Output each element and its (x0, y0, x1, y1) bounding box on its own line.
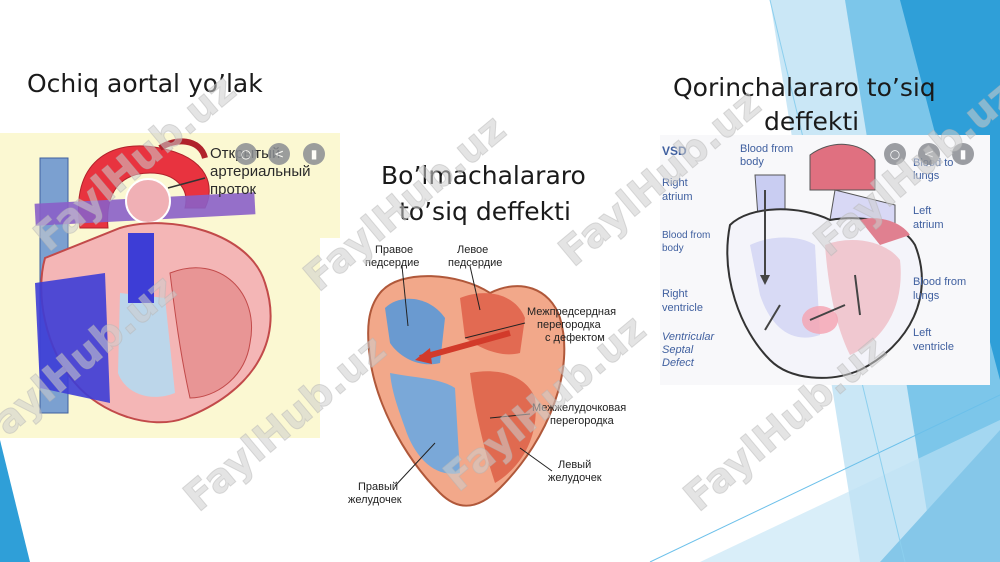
vsd-blood-from-lungs-1: Blood from (913, 276, 967, 288)
asd-left-atrium-label-1: Левое (457, 244, 489, 256)
asd-right-atrium-label-1: Правое (375, 244, 414, 256)
vsd-left-ventricle-2: ventricle (913, 341, 954, 353)
vsd-blood-to-lungs-2: lungs (913, 170, 940, 182)
asd-left-ventricle-label-1: Левый (558, 459, 592, 471)
vsd-right-atrium-2: atrium (662, 191, 693, 203)
asd-right-ventricle-label-1: Правый (358, 481, 399, 493)
share-icon[interactable]: < (268, 143, 290, 165)
pda-label-line2: артериальный (210, 163, 311, 180)
vsd-left-ventricle-1: Left (913, 327, 932, 339)
title-atrial-septal-defect-line2: to’siq deffekti (399, 197, 571, 226)
pda-heart-illustration (34, 138, 272, 424)
asd-left-atrium-label-2: педсердие (448, 257, 503, 269)
asd-atrial-septum-label-3: с дефектом (545, 332, 605, 344)
lens-icon[interactable]: ○ (235, 143, 257, 165)
asd-right-atrium-label-2: педсердие (365, 257, 420, 269)
title-patent-ductus: Ochiq aortal yo’lak (27, 69, 263, 98)
pda-label-line3: проток (210, 181, 257, 198)
vsd-diagram: VSD Blood from body Right atrium Blood f… (660, 135, 990, 385)
vsd-left-atrium-1: Left (913, 205, 932, 217)
vsd-septal-defect-3: Defect (662, 357, 694, 369)
vsd-right-ventricle-2: ventricle (662, 302, 703, 314)
title-ventricular-septal-defect-line1: Qorinchalararo to’siq (673, 73, 936, 102)
vsd-blood-from-lungs-2: lungs (913, 290, 940, 302)
vsd-septal-defect-1: Ventricular (662, 331, 715, 343)
vsd-blood-from-body-left-1: Blood from (662, 230, 711, 241)
lens-icon[interactable]: ○ (884, 143, 906, 165)
asd-ventricular-septum-label-1: Межжелудочковая (532, 402, 627, 414)
asd-right-ventricle-label-2: желудочек (348, 494, 402, 506)
asd-atrial-septum-label-2: перегородка (537, 319, 601, 331)
vsd-blood-from-body-left-2: body (662, 243, 684, 254)
vsd-tag: VSD (662, 144, 687, 158)
bookmark-icon[interactable]: ▮ (952, 143, 974, 165)
pda-diagram: Открытый артериальный проток ○ < ▮ (0, 133, 340, 438)
asd-ventricular-septum-label-2: перегородка (550, 415, 614, 427)
asd-heart-illustration (367, 265, 566, 507)
vsd-right-atrium-1: Right (662, 177, 688, 189)
vsd-heart-illustration (726, 143, 923, 379)
vsd-blood-from-body-top-2: body (740, 156, 764, 168)
asd-left-ventricle-label-2: желудочек (548, 472, 602, 484)
bookmark-icon[interactable]: ▮ (303, 143, 325, 165)
share-icon[interactable]: < (918, 143, 940, 165)
asd-atrial-septum-label-1: Межпредсердная (527, 306, 617, 318)
vsd-left-atrium-2: atrium (913, 219, 944, 231)
vsd-septal-defect-2: Septal (662, 344, 694, 356)
vsd-blood-from-body-top-1: Blood from (740, 143, 794, 155)
title-atrial-septal-defect-line1: Bo’lmachalararo (381, 161, 586, 190)
title-ventricular-septal-defect-line2: deffekti (764, 107, 860, 136)
asd-diagram: Правое педсердие Левое педсердие Межпред… (320, 238, 660, 536)
vsd-right-ventricle-1: Right (662, 288, 688, 300)
